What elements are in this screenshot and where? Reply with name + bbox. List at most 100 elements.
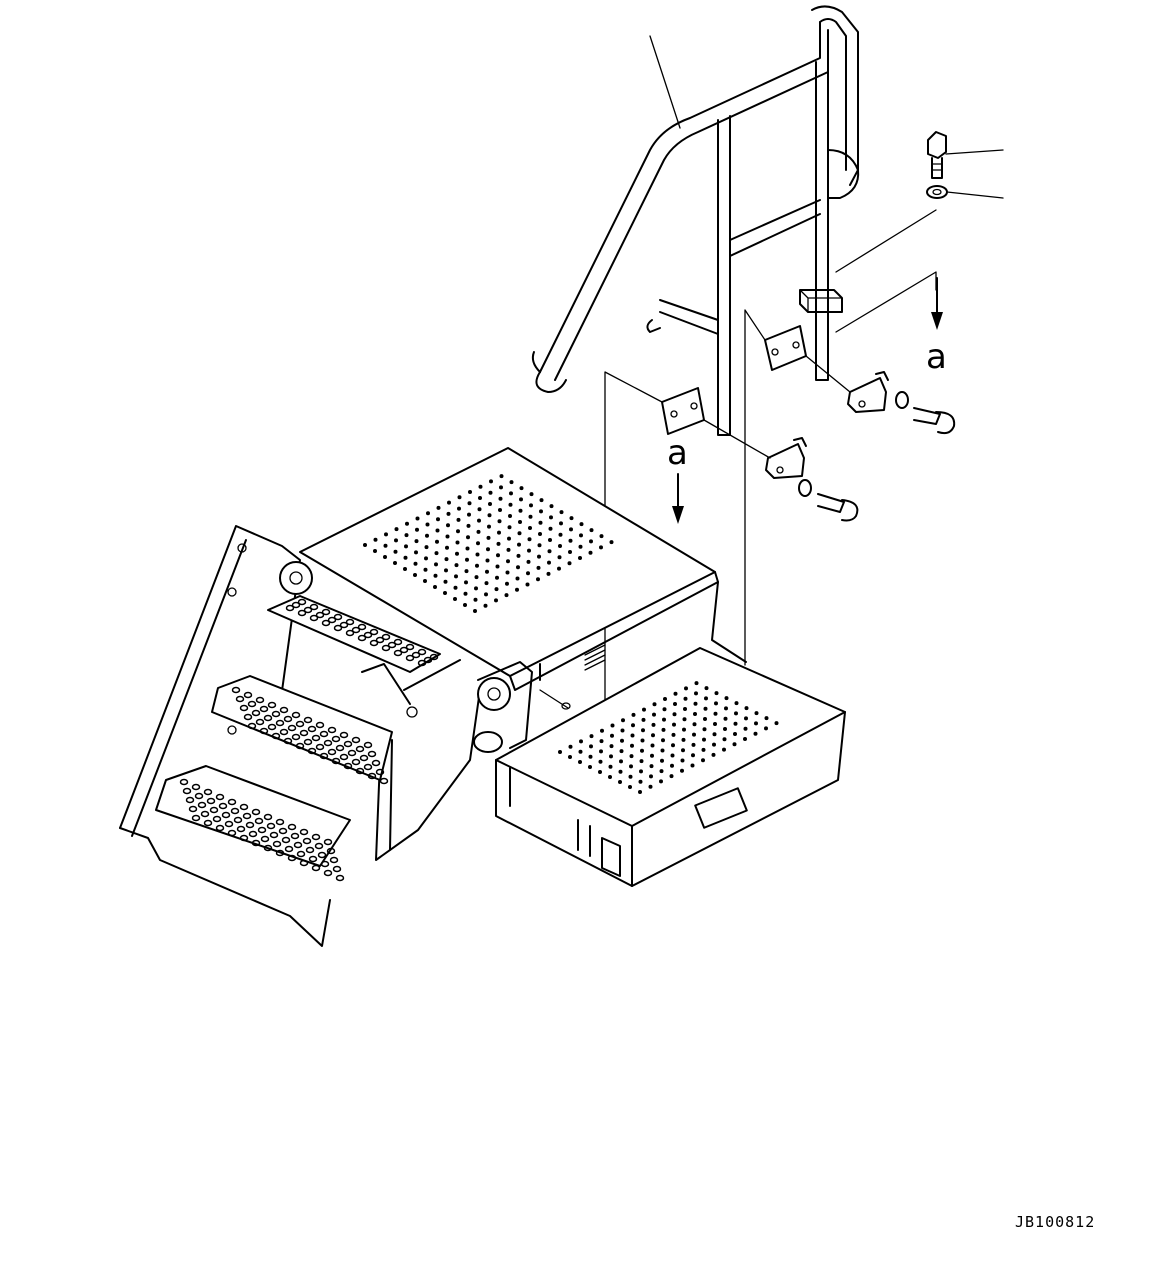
tread-hole xyxy=(381,644,391,652)
tread-hole xyxy=(375,636,385,644)
tread-hole xyxy=(329,856,339,864)
perforation-hole xyxy=(497,519,502,524)
perforation-hole xyxy=(414,550,418,555)
perforation-hole xyxy=(673,702,677,706)
tread-hole xyxy=(357,623,367,631)
arrow-center xyxy=(672,473,684,524)
tread-hole xyxy=(243,691,253,699)
tread-hole xyxy=(355,767,365,775)
perforation-hole xyxy=(507,525,512,530)
perforation-hole xyxy=(496,541,501,546)
tread-hole xyxy=(200,810,210,818)
perforation-hole xyxy=(519,497,523,502)
perforation-hole xyxy=(478,496,482,500)
perforation-hole xyxy=(598,770,602,774)
tread-hole xyxy=(287,854,297,862)
perforation-hole xyxy=(628,774,633,779)
perforation-hole xyxy=(393,561,397,565)
tread-hole xyxy=(375,768,385,776)
tread-hole xyxy=(203,819,213,827)
tread-hole xyxy=(367,772,377,780)
perforation-hole xyxy=(515,587,519,592)
tread-hole xyxy=(319,730,329,738)
perforation-hole xyxy=(640,748,644,753)
perforation-hole xyxy=(468,490,472,494)
tread-hole xyxy=(339,731,349,739)
perforation-hole xyxy=(476,541,480,546)
perforation-hole xyxy=(474,586,478,591)
perforation-hole xyxy=(526,559,531,564)
perforation-hole xyxy=(692,732,696,737)
tread-hole xyxy=(263,813,273,821)
perforation-hole xyxy=(620,728,625,733)
perforation-hole xyxy=(477,507,482,512)
tread-hole xyxy=(279,706,289,714)
perforation-hole xyxy=(733,732,737,736)
tread-hole xyxy=(323,739,333,747)
perforation-hole xyxy=(465,546,470,551)
washer-lower xyxy=(798,479,812,497)
perforation-hole xyxy=(436,505,441,510)
bolt-top xyxy=(927,131,1004,179)
perforation-hole xyxy=(690,763,695,768)
perforation-hole xyxy=(638,790,642,794)
perforation-hole xyxy=(682,717,687,722)
perforation-hole xyxy=(599,739,604,744)
handrail xyxy=(531,5,860,436)
tread-hole xyxy=(393,649,403,657)
perforation-hole xyxy=(528,514,533,519)
perforation-hole xyxy=(629,754,634,759)
tread-hole xyxy=(283,737,293,745)
tread-hole xyxy=(302,837,312,845)
perforation-hole xyxy=(691,753,695,758)
perforation-hole xyxy=(652,712,656,717)
perforation-hole xyxy=(569,527,573,532)
perforation-hole xyxy=(669,774,674,779)
tread-hole xyxy=(339,753,349,761)
tread-hole xyxy=(239,834,249,842)
perforation-hole xyxy=(660,758,664,763)
perforation-hole xyxy=(506,547,511,552)
perforation-hole xyxy=(403,567,407,571)
perforation-hole xyxy=(464,580,468,585)
perforation-hole xyxy=(661,727,666,732)
tread-hole xyxy=(269,831,279,839)
perforation-hole xyxy=(423,567,428,572)
perforation-hole xyxy=(484,592,488,597)
tread-hole xyxy=(279,728,289,736)
perforation-hole xyxy=(713,711,718,716)
perforation-hole xyxy=(547,560,551,565)
perforation-hole xyxy=(433,585,437,589)
perforation-hole xyxy=(724,696,729,701)
leader-lower-box xyxy=(539,689,569,709)
lower-box xyxy=(495,647,846,887)
tread-hole xyxy=(347,749,357,757)
tread-hole xyxy=(332,865,342,873)
perforation-hole xyxy=(529,503,533,508)
perforation-hole xyxy=(424,545,429,550)
perforation-hole xyxy=(703,717,707,721)
perforation-hole xyxy=(423,579,427,583)
tread-hole xyxy=(429,653,439,661)
tread-hole xyxy=(307,747,317,755)
tread-hole xyxy=(266,822,276,830)
tread-hole xyxy=(243,713,253,721)
tread-hole xyxy=(333,613,343,621)
perforation-hole xyxy=(660,748,665,753)
tread-hole xyxy=(242,812,252,820)
perforation-hole xyxy=(443,579,448,584)
perforation-hole xyxy=(456,517,461,522)
perforation-hole xyxy=(414,539,419,544)
tread-hole xyxy=(411,651,421,659)
tread-hole xyxy=(315,743,325,751)
perforation-hole xyxy=(640,738,645,743)
tread-hole xyxy=(367,750,377,758)
tread-hole xyxy=(387,641,397,649)
perforation-hole xyxy=(517,542,521,547)
tread-hole xyxy=(315,721,325,729)
perforation-hole xyxy=(608,764,613,769)
perforation-hole xyxy=(456,529,460,534)
tread-hole xyxy=(227,798,237,806)
perforation-hole xyxy=(515,576,520,581)
perforation-hole xyxy=(498,496,503,501)
